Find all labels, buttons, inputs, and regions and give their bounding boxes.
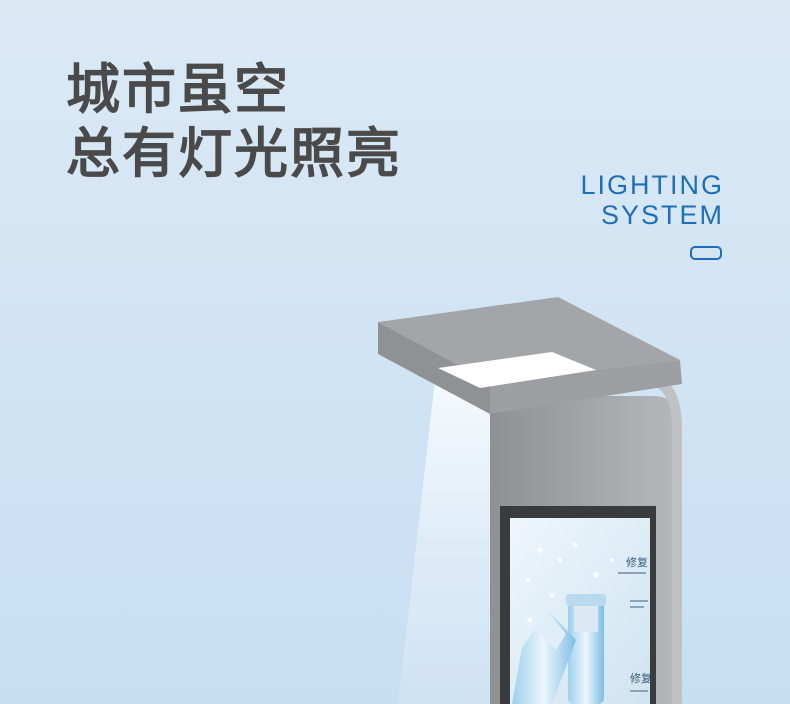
product-bottles bbox=[512, 594, 606, 704]
tagline-line-2: SYSTEM bbox=[600, 200, 724, 230]
headline-line-2: 总有灯光照亮 bbox=[66, 122, 402, 185]
screen-heading-top: 修复 bbox=[626, 555, 648, 569]
decorative-pill-icon bbox=[690, 246, 722, 260]
lamp-light-panel bbox=[438, 352, 596, 388]
lamp-head-top bbox=[378, 297, 680, 382]
tagline: LIGHTING SYSTEM bbox=[580, 170, 724, 230]
headline: 城市虽空 总有灯光照亮 bbox=[66, 58, 402, 186]
screen-heading-bottom: 修复 bbox=[630, 671, 652, 685]
headline-line-1: 城市虽空 bbox=[66, 58, 290, 121]
tagline-line-1: LIGHTING bbox=[580, 170, 724, 200]
lamp-head-front bbox=[378, 322, 490, 414]
